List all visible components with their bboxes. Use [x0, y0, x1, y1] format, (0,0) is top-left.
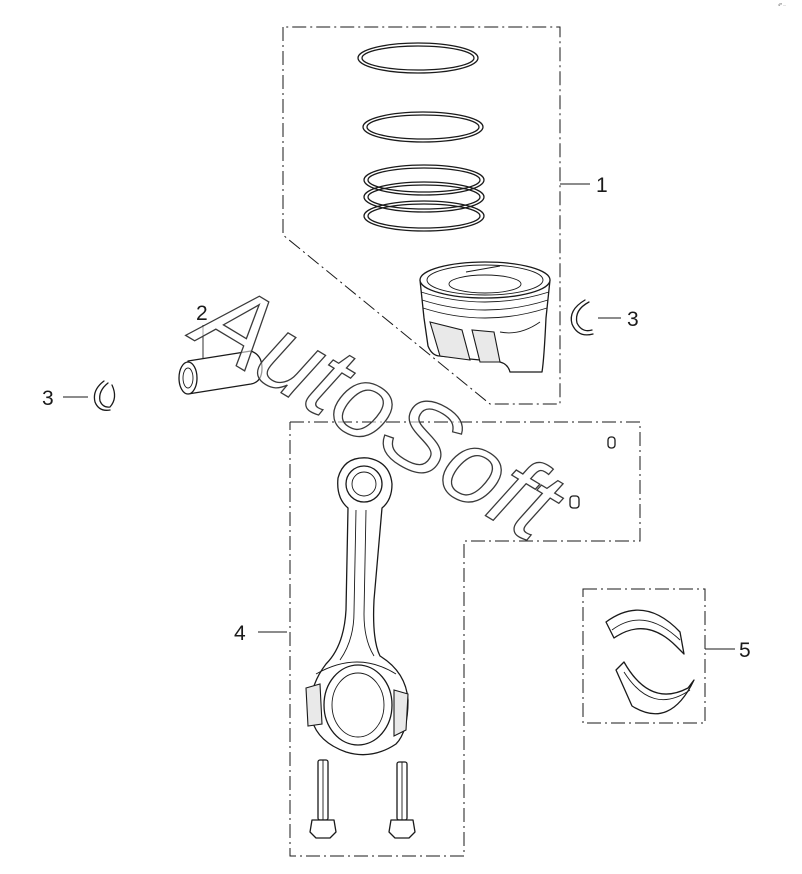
dowel-pin-icon: [607, 436, 616, 449]
oil-ring-icon: [363, 164, 485, 232]
group-5-outline: [582, 588, 735, 724]
group-4-outline: [258, 421, 641, 857]
piston-icon: [419, 261, 551, 373]
snap-ring-icon: [570, 299, 621, 336]
bearing-shell-icon: [605, 609, 685, 655]
piston-ring-icon: [362, 111, 484, 143]
rod-bolt-icon: [388, 761, 416, 839]
group-1-outline: [282, 26, 590, 405]
callout-2: 2: [196, 302, 208, 325]
callout-3-left: 3: [42, 387, 54, 410]
piston-ring-icon: [357, 42, 479, 74]
dowel-pin-icon: [569, 495, 580, 509]
callout-4: 4: [234, 622, 246, 645]
callout-3-right: 3: [627, 308, 639, 331]
bearing-shell-icon: [615, 661, 695, 715]
callout-1: 1: [596, 174, 608, 197]
piston-pin-icon: [178, 325, 263, 395]
corner-mark: 4ᴴ ...: [778, 2, 786, 7]
rod-bolt-icon: [309, 759, 337, 839]
snap-ring-icon: [63, 380, 116, 411]
connecting-rod-icon: [305, 457, 409, 756]
callout-5: 5: [739, 639, 751, 662]
